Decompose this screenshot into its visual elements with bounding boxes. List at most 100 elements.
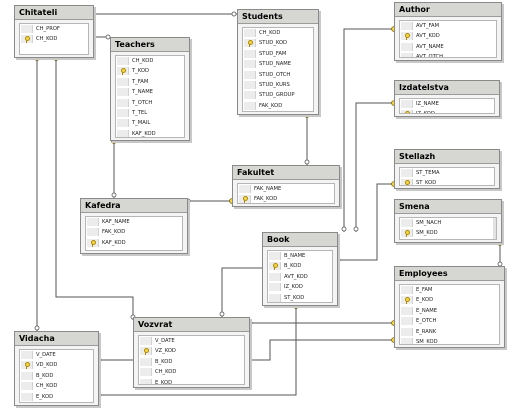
field-row[interactable]: V_DATE (20, 350, 93, 360)
field-row[interactable]: IZ_KOD (400, 109, 494, 113)
row-selector (244, 60, 256, 69)
field-row[interactable]: SM_KOD (400, 228, 496, 238)
row-selector (117, 129, 129, 137)
field-name: E_KOD (155, 379, 173, 385)
field-row[interactable]: CH_KOD (116, 56, 184, 66)
field-row[interactable]: AVT_KOD (400, 31, 496, 41)
field-row[interactable]: E_RANK (400, 327, 499, 337)
primary-key-icon (140, 347, 152, 356)
field-row[interactable]: FAK_KOD (238, 194, 334, 203)
field-row[interactable]: FAK_KOD (86, 227, 182, 237)
table-title[interactable]: Students (238, 10, 318, 24)
table-title[interactable]: Smena (395, 200, 501, 214)
field-name: SM_KOD (416, 338, 438, 345)
field-row[interactable]: ST_TEMA (400, 168, 494, 178)
field-name: CH_PROF (36, 26, 60, 32)
field-row[interactable]: SM_KONEC (400, 239, 496, 240)
field-row[interactable]: KAF_KOD (116, 129, 184, 137)
field-row[interactable]: AVT_OTCH (400, 52, 496, 57)
field-row[interactable]: FAK_NAME (238, 184, 334, 194)
field-row[interactable]: STUD_FAM (243, 49, 313, 59)
table-title[interactable]: Fakultet (233, 166, 339, 180)
scrollbar[interactable] (493, 218, 496, 239)
field-row[interactable]: CH_KOD (20, 34, 88, 44)
field-row[interactable]: ST_KOD (268, 293, 332, 302)
field-row[interactable]: SM_NACH (400, 218, 496, 228)
field-row[interactable]: VZ_KOD (139, 346, 244, 356)
field-list: ST_TEMA ST_KOD (399, 167, 495, 186)
field-row[interactable]: E_OTCH (400, 316, 499, 326)
field-row[interactable]: T_NAME (116, 87, 184, 97)
table-title[interactable]: Book (263, 233, 337, 247)
row-selector (401, 22, 413, 30)
field-row[interactable]: E_KOD (20, 392, 93, 402)
table-title[interactable]: Vozvrat (134, 318, 249, 332)
field-name: T_KOD (132, 68, 149, 75)
field-row[interactable]: E_KOD (139, 378, 244, 385)
field-row[interactable]: CH_KOD (243, 28, 313, 38)
field-name: CH_KOD (36, 383, 58, 390)
field-row[interactable]: T_KOD (116, 66, 184, 76)
field-row[interactable]: B_KOD (139, 357, 244, 367)
field-row[interactable]: V_DATE (139, 336, 244, 346)
field-row[interactable]: IZ_KOD (268, 282, 332, 292)
field-row[interactable]: STUD_KURS (243, 80, 313, 90)
field-row[interactable]: E_FAM (400, 285, 499, 295)
field-row[interactable]: T_FAM (116, 77, 184, 87)
primary-key-icon (244, 39, 256, 48)
field-row[interactable]: T_MAIL (116, 118, 184, 128)
field-row[interactable]: B_NAME (268, 251, 332, 261)
link-book-vozvrat (221, 267, 266, 317)
field-row[interactable]: B_KOD (20, 371, 93, 381)
table-title[interactable]: Vidacha (15, 332, 98, 346)
field-row[interactable]: STUD_NAME (243, 59, 313, 69)
field-row[interactable]: FAK_KOD (243, 101, 313, 111)
field-row[interactable]: E_KOD (400, 295, 499, 305)
table-title[interactable]: Employees (395, 267, 504, 281)
table-title[interactable]: Chitateli (15, 6, 93, 20)
field-row[interactable]: AVT_NAME (400, 42, 496, 52)
field-row[interactable]: STUD_GROUP (243, 90, 313, 100)
table-title[interactable]: Izdatelstva (395, 81, 499, 95)
field-name: B_KOD (284, 263, 302, 270)
field-row[interactable]: CH_KOD (20, 381, 93, 391)
table-title[interactable]: Kafedra (81, 199, 187, 213)
field-row[interactable]: AVT_KOD (268, 272, 332, 282)
field-row[interactable]: STUD_KOD (243, 38, 313, 48)
field-row[interactable]: KAF_NAME (86, 217, 182, 227)
field-row[interactable]: CH_PROF (20, 24, 88, 34)
table-title[interactable]: Teachers (111, 38, 189, 52)
field-row[interactable]: E_NAME (400, 306, 499, 316)
field-row[interactable]: T_OTCH (116, 98, 184, 108)
table-title[interactable]: Stellazh (395, 150, 499, 164)
field-name: ST_KOD (416, 180, 437, 186)
field-row[interactable]: B_KOD (268, 261, 332, 271)
field-row[interactable]: T_TEL (116, 108, 184, 118)
row-selector (239, 185, 251, 193)
field-row[interactable]: AVT_FAM (400, 21, 496, 31)
primary-key-icon (269, 262, 281, 271)
primary-key-icon (239, 195, 251, 203)
field-row[interactable]: ST_KOD (400, 178, 494, 186)
field-row[interactable]: STUD_OTCH (243, 70, 313, 80)
field-row[interactable]: SM_KOD (400, 337, 499, 345)
field-row[interactable]: IZ_NAME (400, 99, 494, 109)
field-row[interactable]: KAF_KOD (86, 238, 182, 248)
field-row[interactable]: VD_KOD (20, 360, 93, 370)
table-title[interactable]: Author (395, 3, 501, 17)
primary-key-icon (21, 35, 33, 44)
field-row[interactable]: CH_KOD (139, 367, 244, 377)
